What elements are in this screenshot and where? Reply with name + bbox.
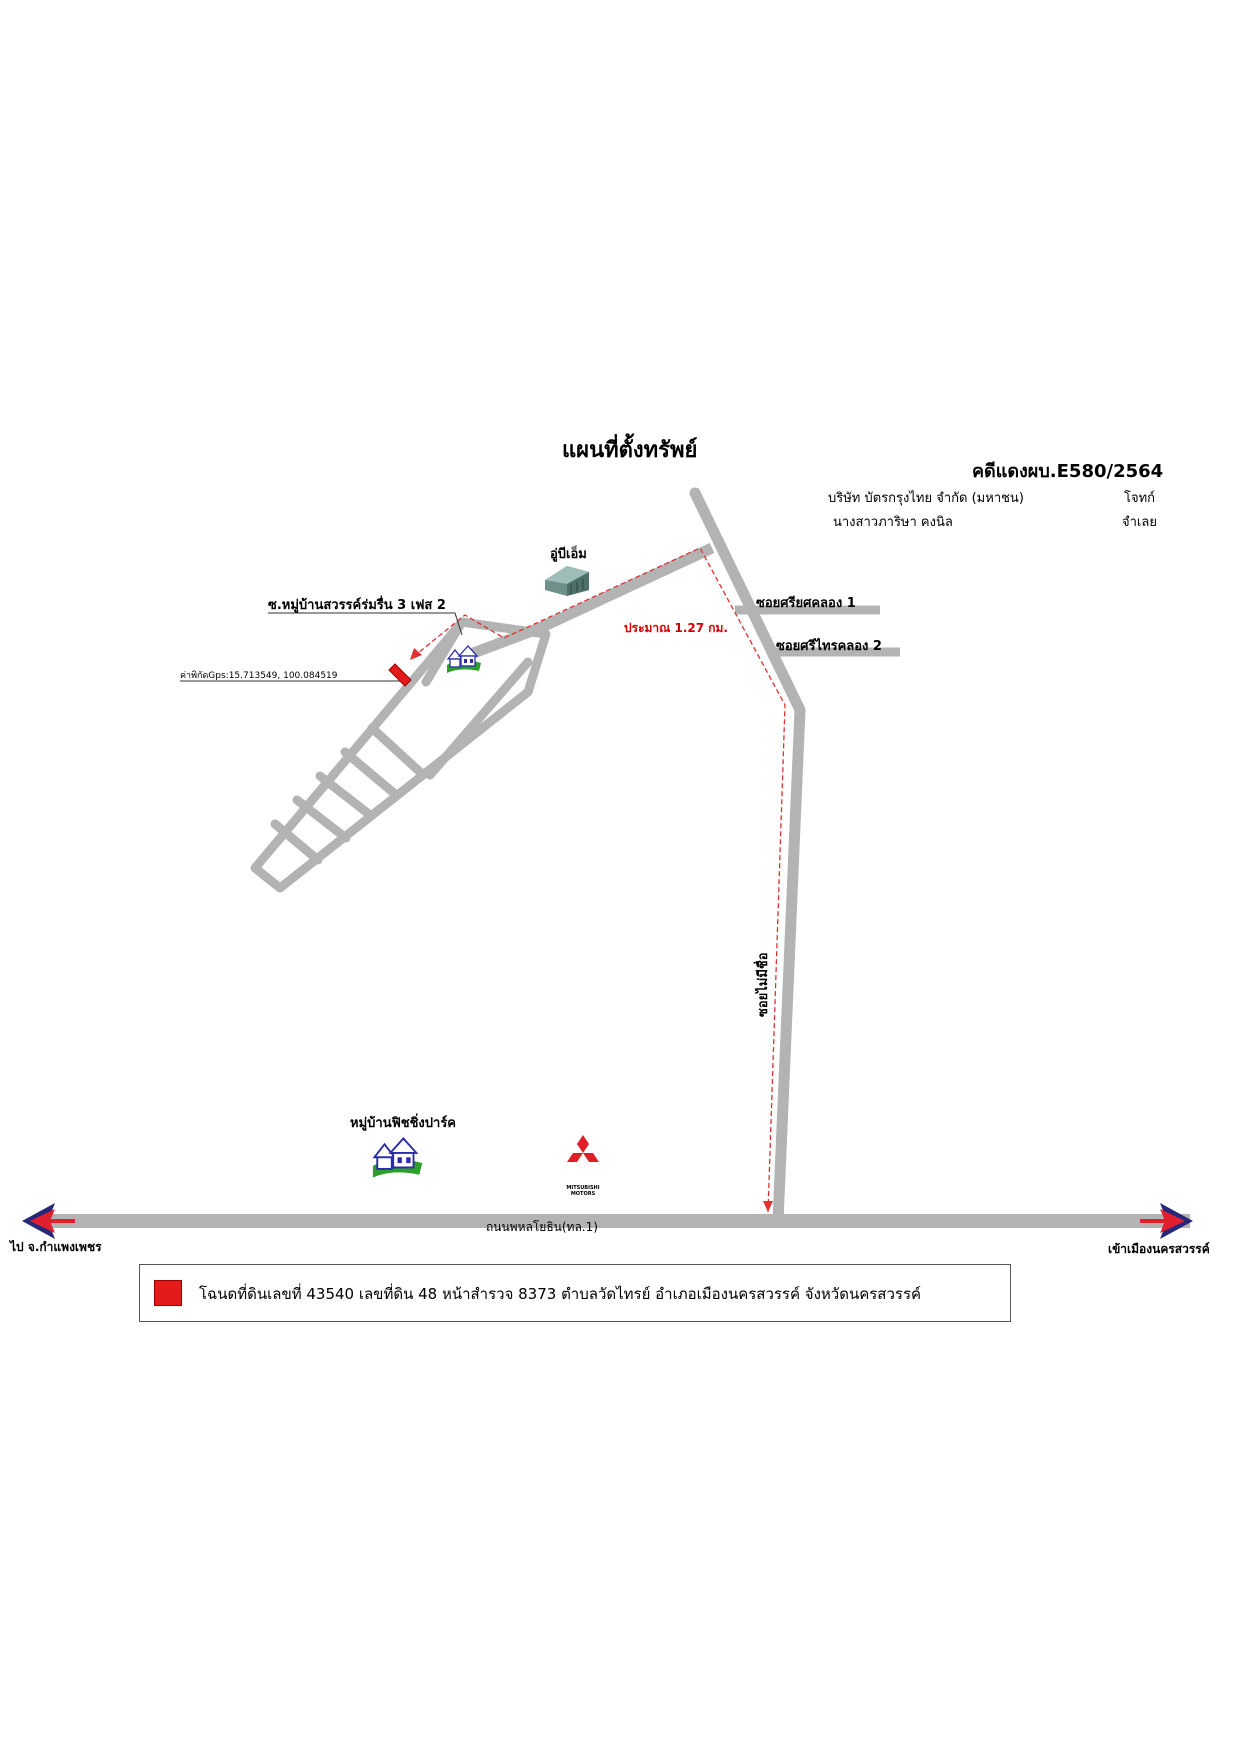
distance-label: ประมาณ 1.27 กม. [624,621,728,635]
defendant-role: จำเลย [1122,515,1157,530]
property-marker [388,663,412,687]
warehouse-icon [545,566,589,596]
legend-box: โฉนดที่ดินเลขที่ 43540 เลขที่ดิน 48 หน้า… [139,1264,1011,1322]
gps-coordinates: ค่าพิกัดGps:15.713549, 100.084519 [180,671,338,681]
village-road-label: ซ.หมู่บ้านสวรรค์ร่มรื่น 3 เฟส 2 [268,598,446,613]
plaintiff-name: บริษัท บัตรกรุงไทย จำกัด (มหาชน) [828,491,1024,506]
soi-2-label: ซอยศรีไทรคลอง 2 [776,639,882,654]
case-number: คดีแดงผบ.E580/2564 [972,461,1164,482]
left-direction-label: ไป จ.กำแพงเพชร [10,1240,102,1254]
garage-label: อู่บีเอ็ม [550,547,587,562]
right-direction-label: เข้าเมืองนครสวรรค์ [1108,1242,1210,1256]
side-soi-roads [735,605,900,657]
defendant-name: นางสาวภาริษา คงนิล [833,515,953,530]
unnamed-soi [689,487,806,1227]
house-icon [446,645,481,673]
arrow-right-icon [1140,1203,1193,1239]
map-title: แผนที่ตั้งทรัพย์ [562,438,698,463]
mitsubishi-text: MITSUBISHI MOTORS [566,1185,600,1197]
connecting-road [466,543,715,661]
leader-lines [180,612,463,682]
unnamed-soi-label: ซอยไม่มีชื่อ [756,952,771,1017]
house-icon [372,1137,423,1178]
legend-text: โฉนดที่ดินเลขที่ 43540 เลขที่ดิน 48 หน้า… [199,1285,922,1303]
soi-1-label: ซอยศรียศคลอง 1 [756,596,856,611]
legend-swatch [154,1280,182,1306]
plaintiff-role: โจทก์ [1124,491,1156,506]
fishing-park-label: หมู่บ้านฟิชชิ่งปาร์ค [350,1116,457,1131]
mitsubishi-logo [567,1135,599,1162]
arrow-left-icon [22,1203,75,1239]
village-plot-layout [250,617,551,893]
main-road-label: ถนนพหลโยธิน(ทล.1) [486,1220,598,1234]
